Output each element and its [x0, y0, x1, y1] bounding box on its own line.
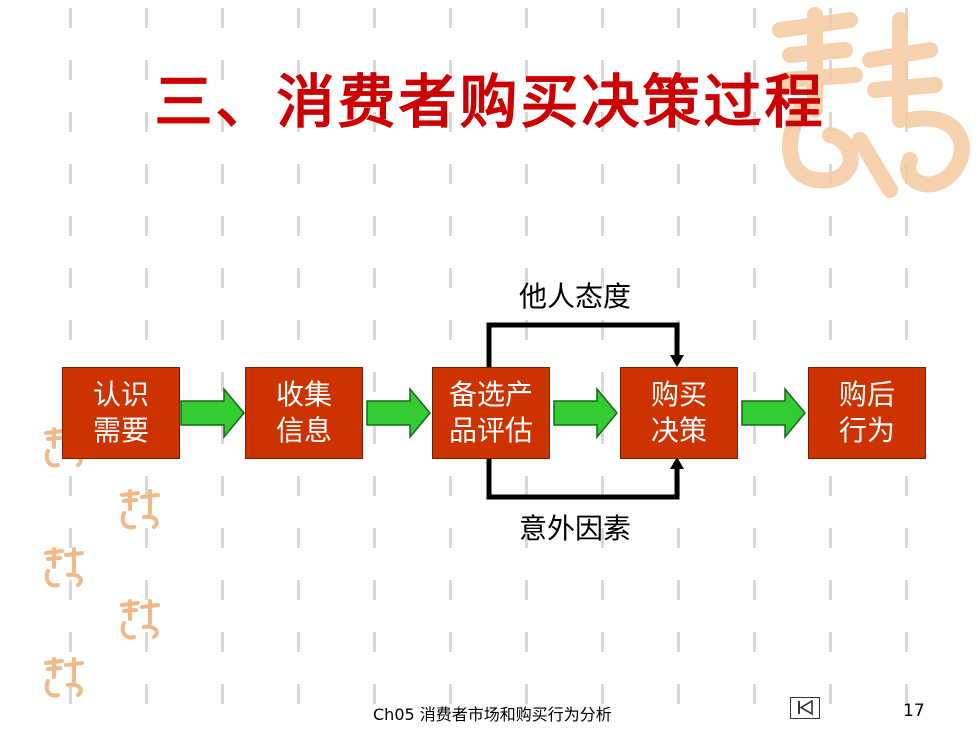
step-line: 购后 — [838, 378, 895, 411]
step-box-post-purchase: 购后 行为 — [808, 367, 926, 459]
step-box-collect-info: 收集 信息 — [245, 367, 363, 459]
upper-factor-label: 他人态度 — [519, 280, 632, 313]
lower-factor-label: 意外因素 — [519, 512, 632, 545]
step-line: 收集 — [275, 378, 332, 411]
footer-course-text: Ch05 消费者市场和购买行为分析 — [373, 705, 612, 724]
green-arrow-icon — [741, 387, 806, 439]
step-line: 品评估 — [448, 414, 533, 447]
step-line: 购买 — [650, 378, 707, 411]
step-box-purchase-decision: 购买 决策 — [620, 367, 738, 459]
small-seal-4 — [120, 599, 160, 640]
step-line: 需要 — [92, 414, 149, 447]
step-line: 信息 — [275, 414, 332, 447]
first-slide-button[interactable] — [790, 697, 820, 719]
small-seal-3 — [44, 547, 84, 588]
step-line: 行为 — [838, 414, 895, 447]
first-slide-icon — [798, 699, 813, 716]
step-box-evaluate-alternatives: 备选产 品评估 — [432, 367, 550, 459]
step-line: 认识 — [92, 378, 149, 411]
small-seal-2 — [120, 489, 160, 530]
feedback-connectors — [486, 322, 684, 500]
step-line: 备选产 — [448, 378, 533, 411]
small-seal-5 — [44, 657, 84, 698]
step-box-recognize-need: 认识 需要 — [62, 367, 180, 459]
green-arrow-icon — [553, 387, 618, 439]
step-line: 决策 — [650, 414, 707, 447]
slide-title: 三、消费者购买决策过程 — [154, 68, 826, 136]
green-arrow-icon — [180, 387, 245, 439]
page-number: 17 — [903, 701, 925, 721]
green-arrow-icon — [366, 387, 431, 439]
decorative-calligraphy-seal — [772, 7, 970, 198]
